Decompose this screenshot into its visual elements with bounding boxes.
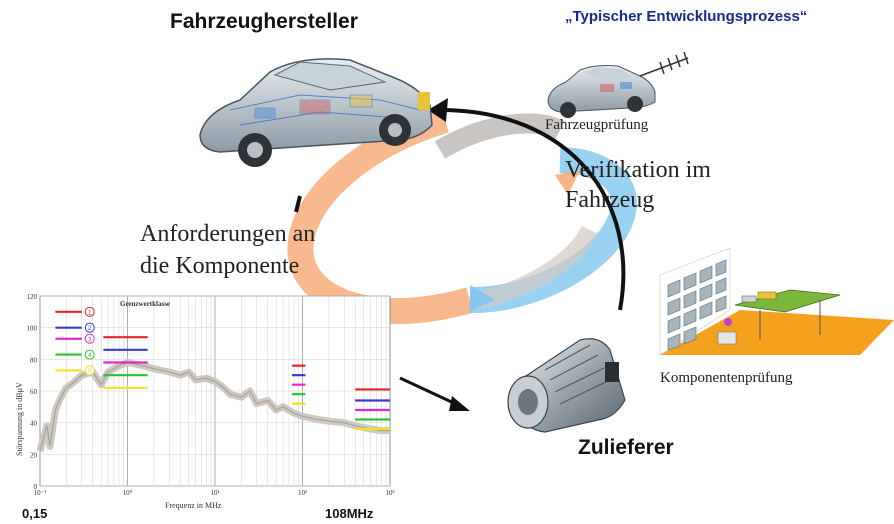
chart-legend-number: 5 xyxy=(88,368,92,375)
requirement-tick xyxy=(294,195,302,213)
chart-legend-number: 1 xyxy=(88,309,92,316)
chart-legend-number: 2 xyxy=(88,325,92,332)
chart-x-label: Frequenz in MHz xyxy=(165,501,222,510)
supplier-arrow xyxy=(399,376,459,407)
process-title: „Typischer Entwicklungsprozess“ xyxy=(565,8,808,25)
chart-y-tick-label: 0 xyxy=(34,483,38,491)
cycle-ring xyxy=(287,107,637,325)
verification-label-line1: Verifikation im xyxy=(565,157,711,183)
chart-x-tick-label: 10¹ xyxy=(210,489,219,497)
requirements-label: Anforderungen an die Komponente xyxy=(140,218,315,282)
emc-chart: 0 20 40 60 80 100 120 10⁻¹ 10⁰ 10¹ 10² 10³ 1 2 3 4 5 G… xyxy=(15,293,395,510)
chart-y-ticks: 0 20 40 60 80 100 120 xyxy=(27,293,38,491)
component-test-illustration xyxy=(659,247,894,356)
chart-x-tick-label: 10⁻¹ xyxy=(34,489,47,497)
requirements-label-line2: die Komponente xyxy=(140,253,300,279)
chart-legend-marker xyxy=(84,333,95,344)
chart-y-tick-label: 40 xyxy=(30,420,38,428)
chart-legend-marker xyxy=(84,306,95,317)
chart-y-tick-label: 60 xyxy=(30,388,38,396)
chart-legend-number: 4 xyxy=(88,352,92,359)
chart-spectrum-line xyxy=(39,361,390,452)
oem-title: Fahrzeughersteller xyxy=(170,10,358,33)
chart-limit-lines xyxy=(55,310,390,431)
chart-legend-marker xyxy=(84,349,95,360)
chart-legend: 1 2 3 4 5 xyxy=(84,306,95,376)
vehicle-test-label: Fahrzeugprüfung xyxy=(545,117,649,133)
chart-legend-marker xyxy=(84,322,95,333)
chart-spectrum xyxy=(36,359,390,453)
chart-grid xyxy=(39,295,390,487)
chart-y-tick-label: 80 xyxy=(30,356,38,364)
supplier-title: Zulieferer xyxy=(578,436,674,459)
chart-y-tick-label: 20 xyxy=(30,451,38,459)
supplier-arrowhead xyxy=(449,396,470,411)
oem-car-illustration xyxy=(199,58,433,167)
chart-x-ticks: 10⁻¹ 10⁰ 10¹ 10² 10³ xyxy=(34,489,395,497)
freq-end-label: 108MHz xyxy=(325,506,374,521)
component-test-label: Komponentenprüfung xyxy=(660,370,793,386)
verification-arrowhead xyxy=(428,98,448,122)
requirements-label-line1: Anforderungen an xyxy=(140,221,316,247)
chart-x-tick-label: 10⁰ xyxy=(123,489,133,497)
chart-x-tick-label: 10³ xyxy=(385,489,394,497)
supplier-component-illustration xyxy=(507,338,626,433)
chart-y-tick-label: 100 xyxy=(27,325,38,333)
freq-start-label: 0,15 xyxy=(22,506,48,521)
verification-label: Verifikation im Fahrzeug xyxy=(565,155,711,215)
vehicle-test-illustration xyxy=(547,51,689,118)
chart-legend-number: 3 xyxy=(88,336,92,343)
chart-legend-title: Grenzwertklasse xyxy=(120,300,170,308)
chart-x-tick-label: 10² xyxy=(298,489,307,497)
verification-label-line2: Fahrzeug xyxy=(565,187,655,213)
chart-y-label: Störspannung in dBµV xyxy=(15,382,24,456)
chart-y-tick-label: 120 xyxy=(27,293,38,301)
chart-legend-marker xyxy=(84,365,95,376)
verification-arrow xyxy=(439,108,626,311)
